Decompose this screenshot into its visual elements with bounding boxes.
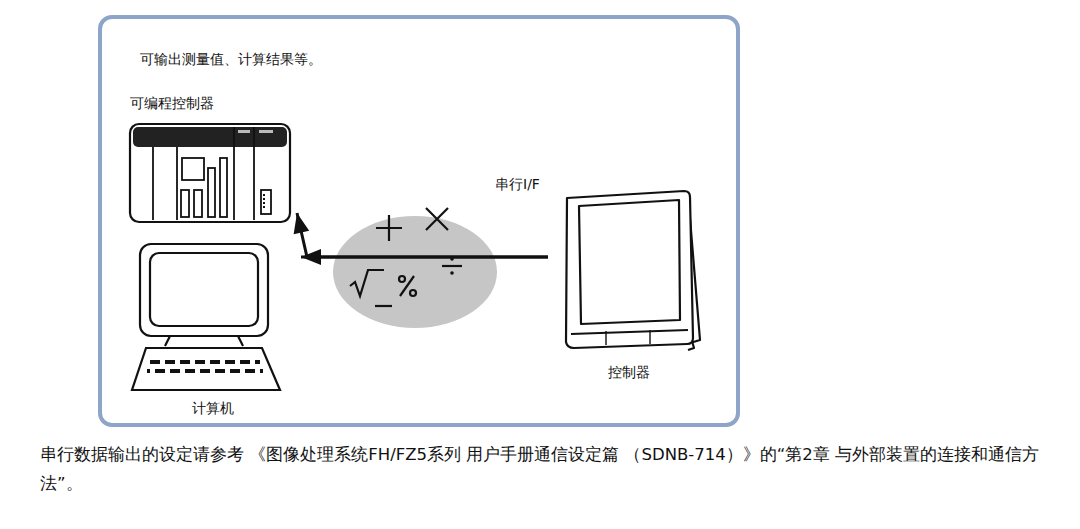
arrow-head (294, 213, 310, 234)
computer-illustration (132, 244, 280, 390)
serial-arrow (297, 213, 548, 257)
device-label: 可编程控制器 (130, 94, 214, 112)
device-box: 可编程控制器 (127, 92, 295, 225)
note-text: 可输出测量值、计算结果等。 (140, 50, 322, 68)
device-label: 计算机 (127, 399, 299, 417)
device-label: 控制器 (548, 363, 710, 381)
plc-illustration (130, 124, 290, 222)
device-box: 控制器 (548, 187, 710, 385)
device-box: 计算机 (127, 237, 299, 421)
edge-label: 串行I/F (492, 176, 543, 194)
math-ellipse (333, 216, 497, 328)
controller-illustration (566, 191, 700, 350)
caption-text: 串行数据输出的设定请参考 《图像处理系统FH/FZ5系列 用户手册通信设定篇 （… (40, 440, 1055, 498)
output-frame: 可输出测量值、计算结果等。可编程控制器计算机 控制器 (98, 15, 740, 427)
